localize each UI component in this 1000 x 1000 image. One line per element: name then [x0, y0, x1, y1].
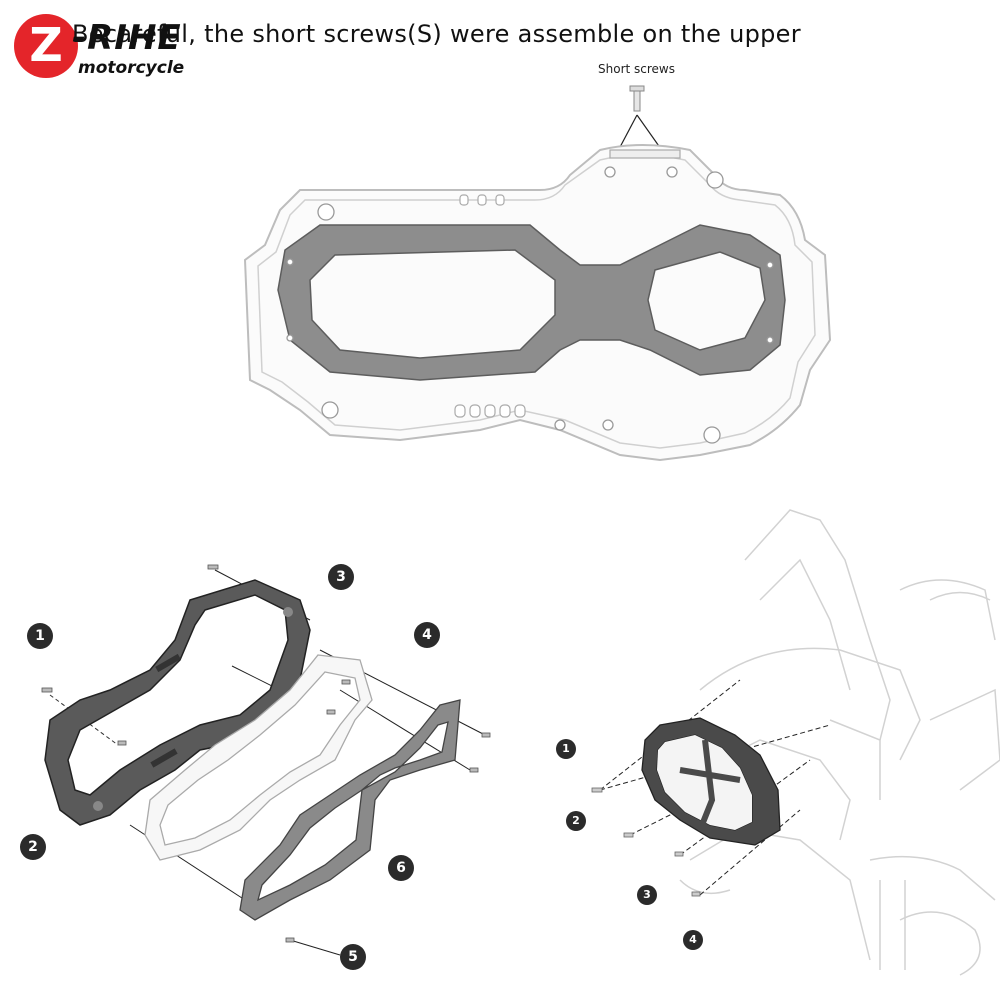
brand-logo: Z -RIHE motorcycle [12, 14, 192, 84]
short-screws-label: Short screws [598, 62, 675, 76]
brand-tagline: motorcycle [78, 58, 185, 78]
callout-exploded-3: 3 [328, 564, 354, 590]
callout-exploded-2: 2 [20, 834, 46, 860]
callout-exploded-4: 4 [414, 622, 440, 648]
headline: Becareful, the short screws(S) were asse… [72, 20, 801, 48]
callout-exploded-1: 1 [27, 623, 53, 649]
callout-exploded-5: 5 [340, 944, 366, 970]
callout-mounted-1: 1 [556, 739, 576, 759]
part-3-lens-cover [144, 654, 373, 861]
headlight-housing [243, 144, 832, 462]
brand-name: -RIHE [72, 18, 182, 58]
callout-mounted-2: 2 [566, 811, 586, 831]
short-screw-icon [629, 85, 645, 112]
logo-letter: Z [14, 14, 78, 78]
callout-mounted-3: 3 [637, 885, 657, 905]
headlight-guard [277, 224, 786, 381]
callout-exploded-6: 6 [388, 855, 414, 881]
part-6-inner-frame [239, 699, 461, 921]
callout-mounted-4: 4 [683, 930, 703, 950]
part-2-outer-frame [44, 579, 311, 826]
motorcycle-outline [679, 509, 1000, 976]
